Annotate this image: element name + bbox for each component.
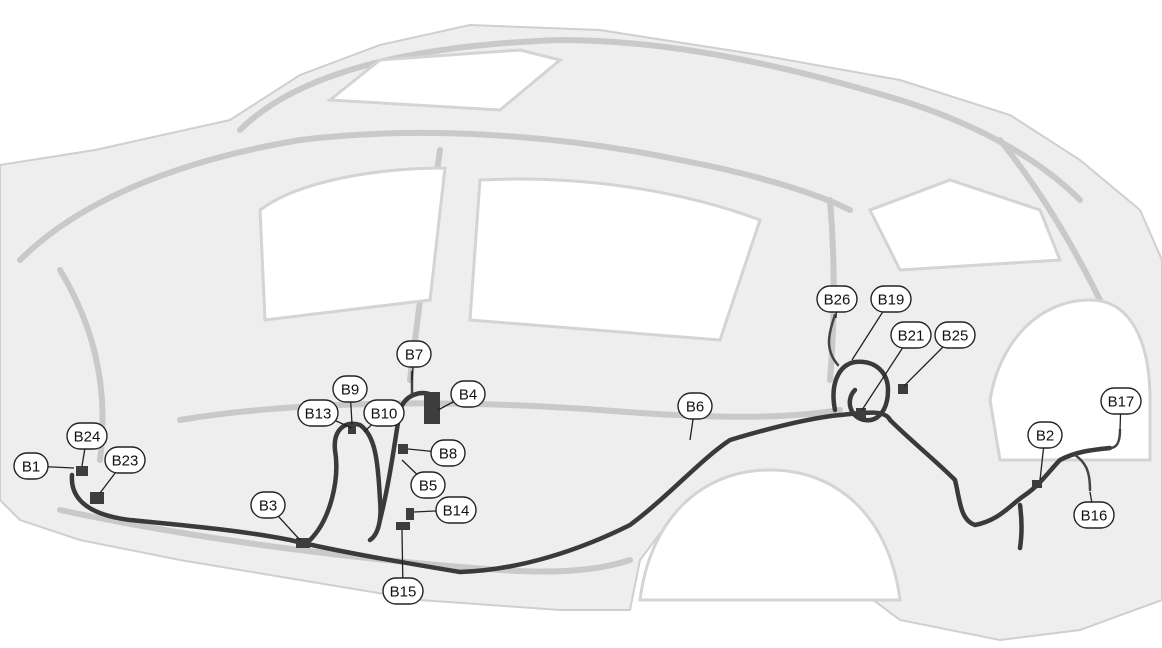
connector-b21: [856, 408, 866, 418]
callout-b4: B4: [437, 380, 486, 411]
callout-bubble-b23: [104, 446, 146, 474]
callout-label-b8: B8: [439, 446, 457, 463]
upper-roof: [237, 37, 1083, 203]
callout-bubble-b19: [870, 285, 912, 313]
callout-bubble-b24: [66, 422, 108, 450]
connector-b24: [76, 466, 88, 476]
callout-b15: B15: [382, 529, 424, 605]
connector-b15: [396, 522, 410, 530]
callout-label-b9: B9: [341, 382, 359, 399]
callout-bubble-b26: [816, 285, 858, 313]
connector-b4: [424, 392, 440, 424]
connector-b2: [1032, 480, 1042, 488]
callout-label-b21: B21: [898, 328, 925, 345]
connector-b14: [406, 508, 414, 520]
callout-b19: B19: [851, 285, 912, 361]
callout-bubble-b4: [450, 380, 486, 408]
callout-bubble-b17: [1100, 387, 1142, 415]
sunroof-window: [326, 48, 564, 112]
b16-b17-branch: [1073, 428, 1122, 492]
callout-b26: B26: [816, 285, 858, 319]
callout-label-b15: B15: [390, 584, 417, 601]
rear-pillar: [997, 137, 1103, 303]
connector-b8: [398, 444, 408, 454]
callout-bubble-b13: [297, 399, 339, 427]
callout-bubble-b21: [890, 321, 932, 349]
callout-bubble-b15: [382, 577, 424, 605]
c-pillar-loop: [831, 359, 891, 423]
connector-b9: [348, 424, 356, 434]
callout-label-b17: B17: [1108, 394, 1135, 411]
callout-label-b10: B10: [371, 406, 398, 423]
callout-label-b19: B19: [878, 292, 905, 309]
wiring-harness: [69, 313, 1122, 575]
callout-label-b14: B14: [443, 503, 470, 520]
callout-bubble-b7: [396, 340, 432, 368]
callout-b13: B13: [297, 399, 353, 429]
connector-b3: [296, 538, 310, 548]
callout-label-b16: B16: [1081, 508, 1108, 525]
callout-b17: B17: [1100, 387, 1142, 431]
callout-b6: B6: [677, 392, 713, 441]
vehicle-body: [0, 23, 1162, 642]
callout-label-b25: B25: [942, 328, 969, 345]
callout-b25: B25: [903, 321, 976, 387]
callout-b1: B1: [13, 452, 75, 480]
callout-label-b7: B7: [405, 347, 423, 364]
callout-bubble-b6: [677, 392, 713, 420]
rear-door-window: [468, 177, 762, 342]
callout-bubble-b10: [363, 399, 405, 427]
callout-label-b26: B26: [824, 292, 851, 309]
callout-b3: B3: [250, 491, 301, 541]
callout-bubble-b5: [410, 471, 446, 499]
callout-b14: B14: [413, 496, 477, 524]
callout-label-b13: B13: [305, 406, 332, 423]
callout-label-b24: B24: [74, 429, 101, 446]
callout-b9: B9: [332, 375, 368, 425]
connector-b23: [90, 492, 104, 504]
callout-bubble-b2: [1027, 421, 1063, 449]
callout-bubble-b25: [934, 321, 976, 349]
callout-b2: B2: [1027, 421, 1063, 481]
callout-bubble-b14: [435, 496, 477, 524]
callout-b16: B16: [1073, 491, 1115, 529]
callout-label-b3: B3: [259, 498, 277, 515]
callout-bubble-b9: [332, 375, 368, 403]
body-silhouette: [0, 23, 1162, 642]
callout-bubble-b8: [430, 439, 466, 467]
callout-b5: B5: [401, 459, 446, 499]
callout-label-b23: B23: [112, 453, 139, 470]
callout-b24: B24: [66, 422, 108, 467]
main-harness-trunk: [69, 410, 1113, 575]
callout-label-b1: B1: [22, 459, 40, 476]
callout-label-b2: B2: [1036, 428, 1054, 445]
callout-b21: B21: [861, 321, 932, 411]
callout-bubble-b1: [13, 452, 49, 480]
callout-b10: B10: [363, 399, 405, 433]
callout-label-b5: B5: [419, 478, 437, 495]
b26-lead: [827, 313, 840, 367]
rear-quarter-opening: [988, 298, 1152, 462]
callout-label-b6: B6: [686, 399, 704, 416]
rear-drop: [1017, 502, 1024, 551]
floor-line: [177, 400, 843, 423]
callout-b7: B7: [396, 340, 432, 381]
roof-rail: [17, 129, 853, 263]
callout-b8: B8: [407, 439, 466, 467]
callout-b23: B23: [99, 446, 146, 494]
rear-wheel-arch: [638, 468, 902, 602]
connector-b25: [898, 384, 908, 394]
rear-quarter-window: [867, 178, 1063, 272]
callout-bubble-b3: [250, 491, 286, 519]
front-door-window: [258, 166, 447, 322]
callout-bubble-b16: [1073, 501, 1115, 529]
callout-label-b4: B4: [459, 387, 477, 404]
